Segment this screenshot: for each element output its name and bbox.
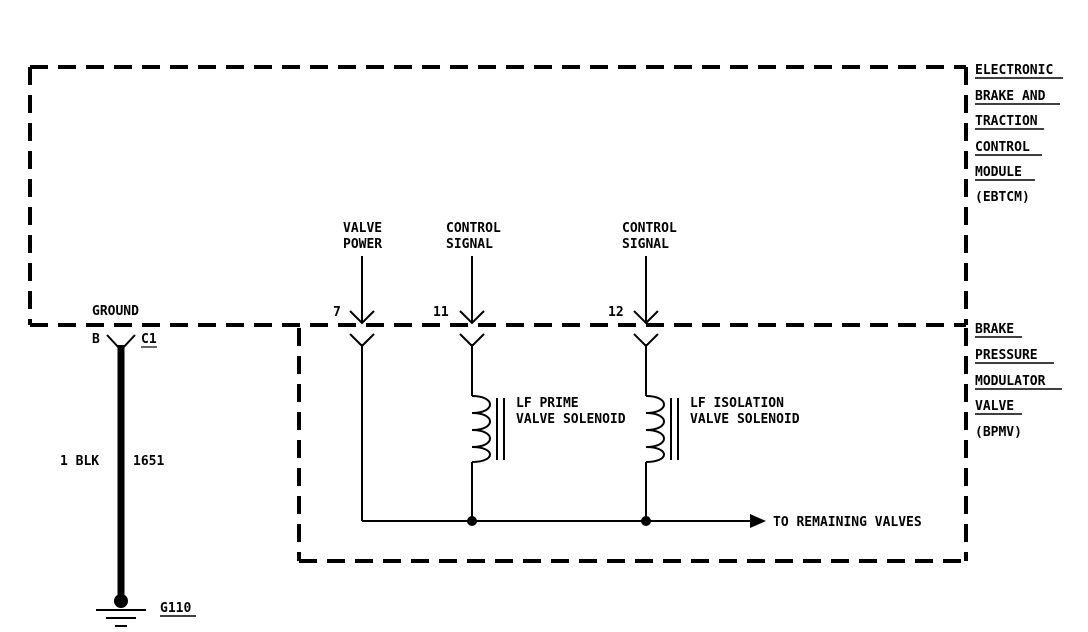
pin-label: CONTROL <box>446 221 501 236</box>
bpmv-label-line: VALVE <box>975 399 1014 414</box>
bpmv-label-line: MODULATOR <box>975 374 1046 389</box>
arrow-right-icon <box>750 514 766 528</box>
valve-power-circuit: VALVE POWER 7 <box>333 221 382 521</box>
arrow-icon <box>459 310 485 325</box>
ground-id-label: G110 <box>160 601 191 616</box>
pin-label: POWER <box>343 237 382 252</box>
control-signal-11-circuit: CONTROL SIGNAL 11 LF PRIME VALVE SOLENOI… <box>433 221 626 521</box>
ground-label: GROUND <box>92 304 139 319</box>
pin-label: SIGNAL <box>446 237 493 252</box>
arrow-icon <box>633 310 659 325</box>
circuit-number-label: 1651 <box>133 454 164 469</box>
pin-number: 11 <box>433 305 449 320</box>
ground-symbol-icon <box>96 609 146 627</box>
remaining-valves-label: TO REMAINING VALVES <box>773 515 922 530</box>
ebtcm-module-box <box>28 65 968 327</box>
pin-label: VALVE <box>343 221 382 236</box>
pin-label: SIGNAL <box>622 237 669 252</box>
solenoid-label: VALVE SOLENOID <box>690 412 800 427</box>
solenoid-coil-icon <box>645 395 665 463</box>
wire-color-label: 1 BLK <box>60 454 99 469</box>
ebtcm-label-line: MODULE <box>975 165 1022 180</box>
splice-dot <box>467 516 477 526</box>
solenoid-coil-icon <box>471 395 491 463</box>
ebtcm-label-line: TRACTION <box>975 114 1038 129</box>
control-signal-12-circuit: CONTROL SIGNAL 12 LF ISOLATION VALVE SOL… <box>608 221 800 521</box>
ground-splice-dot <box>114 594 128 608</box>
bpmv-label-line: (BPMV) <box>975 425 1022 440</box>
splice-dot <box>641 516 651 526</box>
ground-connector-label: C1 <box>141 332 157 347</box>
pin-number: 12 <box>608 305 624 320</box>
bpmv-label-line: BRAKE <box>975 322 1014 337</box>
remaining-valves-bus: TO REMAINING VALVES <box>362 514 922 530</box>
solenoid-label: LF ISOLATION <box>690 396 784 411</box>
ebtcm-label: ELECTRONIC BRAKE AND TRACTION CONTROL MO… <box>975 63 1063 205</box>
ground-circuit: GROUND B C1 1 BLK 1651 G110 <box>60 304 196 627</box>
ebtcm-label-line: BRAKE AND <box>975 89 1046 104</box>
ebtcm-label-line: (EBTCM) <box>975 190 1030 205</box>
ground-pin-label: B <box>92 332 100 347</box>
ebtcm-label-line: ELECTRONIC <box>975 63 1053 78</box>
ebtcm-label-line: CONTROL <box>975 140 1030 155</box>
bpmv-label-line: PRESSURE <box>975 348 1038 363</box>
pin-number: 7 <box>333 305 341 320</box>
pin-label: CONTROL <box>622 221 677 236</box>
solenoid-label: VALVE SOLENOID <box>516 412 626 427</box>
bpmv-box <box>297 328 968 563</box>
solenoid-label: LF PRIME <box>516 396 579 411</box>
bpmv-label: BRAKE PRESSURE MODULATOR VALVE (BPMV) <box>975 322 1062 440</box>
arrow-icon <box>349 310 375 325</box>
